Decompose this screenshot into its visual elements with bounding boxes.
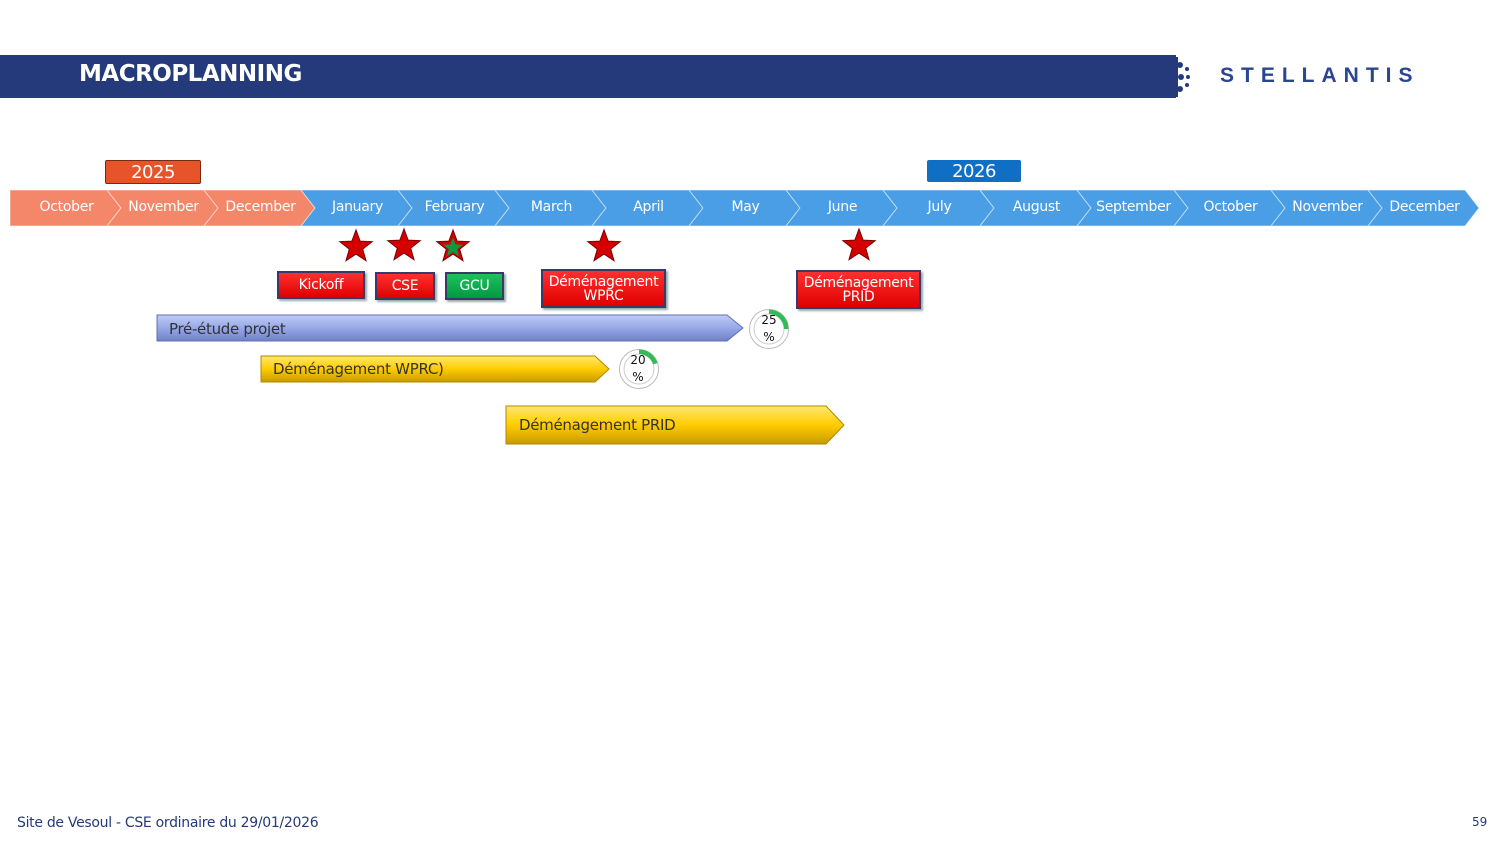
milestone-star-icon — [586, 228, 622, 262]
task-bar-prid-shape — [505, 405, 845, 445]
month-label: May — [731, 199, 760, 215]
milestone-star-green-icon — [435, 228, 471, 262]
task-demenagement-wprc: Déménagement WPRC) — [273, 360, 444, 378]
milestone-star-icon — [386, 227, 422, 261]
progress-ring-pre-etude — [749, 309, 789, 349]
milestone-star-icon — [338, 228, 374, 262]
progress-unit: % — [763, 330, 775, 344]
month-label: December — [225, 199, 296, 215]
month-label: March — [530, 199, 573, 215]
page-number: 59 — [1472, 815, 1488, 829]
month-label: July — [927, 199, 952, 215]
milestone-gcu: GCU — [445, 272, 504, 300]
year-label-2026: 2026 — [927, 160, 1021, 182]
footer-text: Site de Vesoul - CSE ordinaire du 29/01/… — [17, 815, 319, 831]
month-timeline — [9, 189, 1480, 227]
month-label: October — [1203, 199, 1258, 215]
progress-value: 25 — [761, 313, 777, 327]
month-label: November — [1292, 199, 1363, 215]
milestone-line: WPRC — [583, 287, 624, 304]
header-bar — [0, 55, 1176, 98]
milestone-line: Déménagement — [548, 273, 659, 290]
task-bar-pre-etude-shape — [156, 314, 744, 342]
month-label: April — [633, 199, 664, 215]
stellantis-logo-icon — [1170, 57, 1190, 97]
month-chevron — [1366, 189, 1480, 227]
milestone-demenagement-wprc: Déménagement WPRC — [541, 269, 666, 308]
month-label: January — [332, 199, 383, 215]
milestone-demenagement-prid: Déménagement PRID — [796, 270, 921, 309]
progress-unit: % — [632, 370, 644, 384]
progress-label: 20% — [617, 352, 659, 386]
milestone-cse: CSE — [375, 272, 435, 300]
year-label-2025: 2025 — [105, 160, 201, 184]
month-label: June — [827, 199, 858, 215]
stellantis-logo: STELLANTIS — [1220, 64, 1420, 87]
progress-value: 20 — [630, 353, 646, 367]
progress-label: 25% — [748, 312, 790, 346]
milestone-kickoff: Kickoff — [277, 271, 365, 299]
month-label: October — [39, 199, 94, 215]
progress-ring-wprc — [619, 349, 659, 389]
month-label: August — [1012, 199, 1061, 215]
month-label: December — [1389, 199, 1460, 215]
milestone-line: Déménagement — [803, 274, 914, 291]
page-title: MACROPLANNING — [79, 61, 302, 87]
task-bar-wprc-shape — [260, 355, 610, 383]
task-pre-etude-projet: Pré-étude projet — [169, 320, 286, 338]
milestone-line: PRID — [842, 288, 875, 305]
month-label: November — [128, 199, 199, 215]
month-label: February — [424, 199, 485, 215]
task-demenagement-prid: Déménagement PRID — [519, 416, 676, 434]
milestone-star-icon — [841, 227, 877, 261]
month-label: September — [1096, 199, 1171, 215]
